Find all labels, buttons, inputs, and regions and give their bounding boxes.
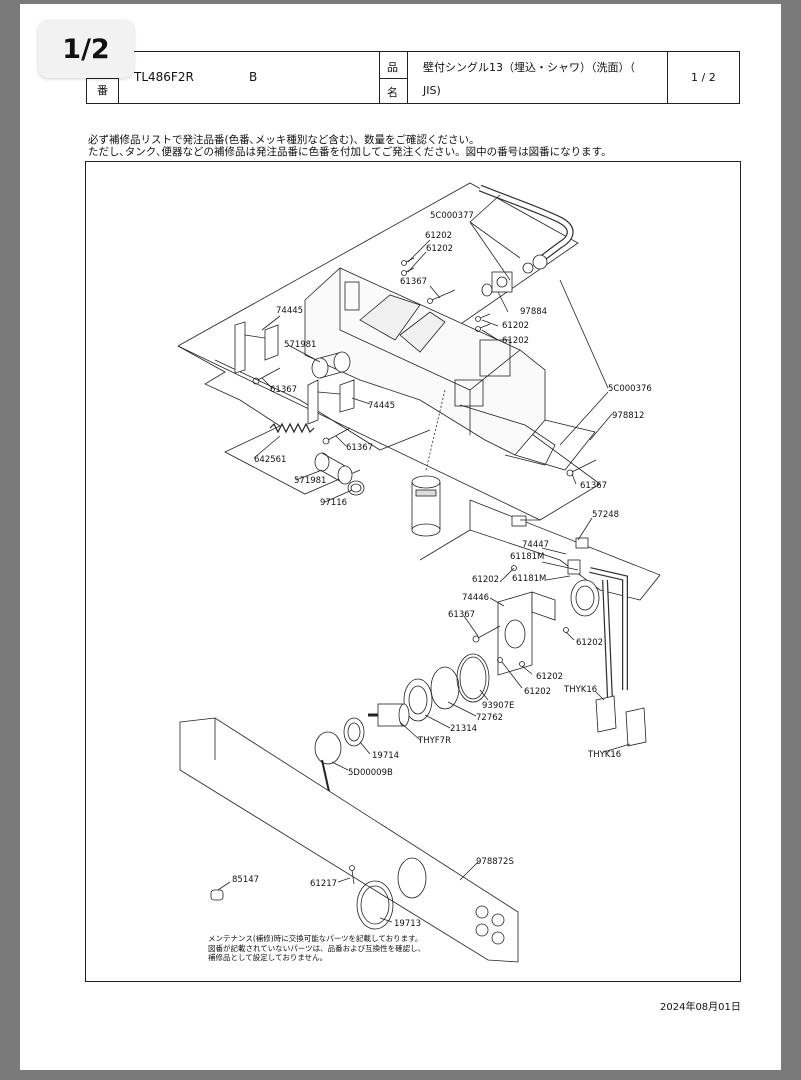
part-label: THYK16 bbox=[587, 750, 621, 760]
product-name-line1: 壁付シングル13（埋込・シャワ）（洗面）（ bbox=[423, 61, 635, 74]
mei-label: 名 bbox=[387, 86, 398, 99]
part-label: 978872S bbox=[476, 857, 514, 867]
hin-label: 品 bbox=[387, 61, 398, 74]
part-label: 571981 bbox=[284, 340, 316, 350]
part-label: 85147 bbox=[232, 875, 259, 885]
part-label: 61202 bbox=[524, 687, 551, 697]
part-label: 61202 bbox=[502, 321, 529, 331]
part-label: 61202 bbox=[576, 638, 603, 648]
part-label: 978812 bbox=[612, 411, 644, 421]
order-note-line2: ただし､タンク､便器などの補修品は発注品番に色番を付加してご発注ください。図中の… bbox=[88, 146, 612, 158]
model-number: TL486F2R bbox=[134, 70, 194, 84]
part-label: 74446 bbox=[462, 593, 489, 603]
part-label: 61367 bbox=[448, 610, 475, 620]
part-label: 5D00009B bbox=[348, 768, 393, 778]
part-label: 19714 bbox=[372, 751, 399, 761]
mounting-plate bbox=[497, 591, 533, 676]
maintenance-note: メンテナンス(補修)時に交換可能なパーツを記載しております。 図番が記載されてい… bbox=[208, 934, 425, 963]
part-label: 93907E bbox=[482, 701, 514, 711]
maintenance-note-line2: 図番が記載されていないパーツは、品番および互換性を確認し、 bbox=[208, 943, 426, 953]
o-ring-21314 bbox=[403, 678, 433, 722]
part-label: 61202 bbox=[536, 672, 563, 682]
part-label: 21314 bbox=[450, 724, 477, 734]
model-variant: B bbox=[249, 70, 258, 84]
part-label: 74445 bbox=[368, 401, 395, 411]
cover-plate bbox=[179, 717, 519, 963]
part-label: 61217 bbox=[310, 879, 337, 889]
page-number: 1 / 2 bbox=[691, 71, 716, 84]
part-label: 61367 bbox=[346, 443, 373, 453]
o-ring-72762 bbox=[430, 666, 460, 710]
part-label: 61202 bbox=[472, 575, 499, 585]
maintenance-note-line3: 補修品として設定しておりません。 bbox=[208, 953, 328, 962]
product-name-line2: JIS) bbox=[423, 84, 441, 97]
part-label: THYK16 bbox=[563, 685, 597, 695]
part-label: 61367 bbox=[400, 277, 427, 287]
part-label: THYF7R bbox=[417, 736, 451, 746]
part-label: 61181M bbox=[510, 552, 544, 562]
part-label: 74445 bbox=[276, 306, 303, 316]
spring-part bbox=[269, 422, 315, 434]
lever-handle bbox=[314, 731, 342, 765]
part-label: 642561 bbox=[254, 455, 286, 465]
part-label: 5C000376 bbox=[608, 384, 652, 394]
part-label: 5C000377 bbox=[430, 211, 474, 221]
part-label: 61367 bbox=[270, 385, 297, 395]
assembly-outline-middle bbox=[469, 499, 661, 601]
part-label: 61202 bbox=[502, 336, 529, 346]
issue-date: 2024年08月01日 bbox=[660, 1002, 741, 1013]
part-label: 61367 bbox=[580, 481, 607, 491]
trim-ring-19713 bbox=[356, 880, 394, 930]
part-label: 571981 bbox=[294, 476, 326, 486]
maintenance-note-line1: メンテナンス(補修)時に交換可能なパーツを記載しております。 bbox=[208, 934, 423, 943]
drawing-frame bbox=[85, 161, 741, 982]
part-label: 72762 bbox=[476, 713, 503, 723]
part-label: 97884 bbox=[520, 307, 547, 317]
order-note-line1: 必ず補修品リストで発注品番(色番､メッキ種別など含む)、数量をご確認ください。 bbox=[88, 134, 480, 146]
header-table: 番 TL486F2R B 品 名 壁付シングル13（埋込・シャワ）（洗面）（ J… bbox=[86, 51, 740, 104]
page-indicator-badge: 1/2 bbox=[38, 20, 134, 78]
part-label: 97116 bbox=[320, 498, 347, 508]
order-notes: 必ず補修品リストで発注品番(色番､メッキ種別など含む)、数量をご確認ください。 … bbox=[88, 134, 612, 158]
part-label: 61202 bbox=[425, 231, 452, 241]
part-label: 74447 bbox=[522, 540, 549, 550]
part-label: 61181M bbox=[512, 574, 546, 584]
part-label: 19713 bbox=[394, 919, 421, 929]
part-label: 61202 bbox=[426, 244, 453, 254]
part-label: 57248 bbox=[592, 510, 619, 520]
ban-label: 番 bbox=[97, 84, 108, 97]
